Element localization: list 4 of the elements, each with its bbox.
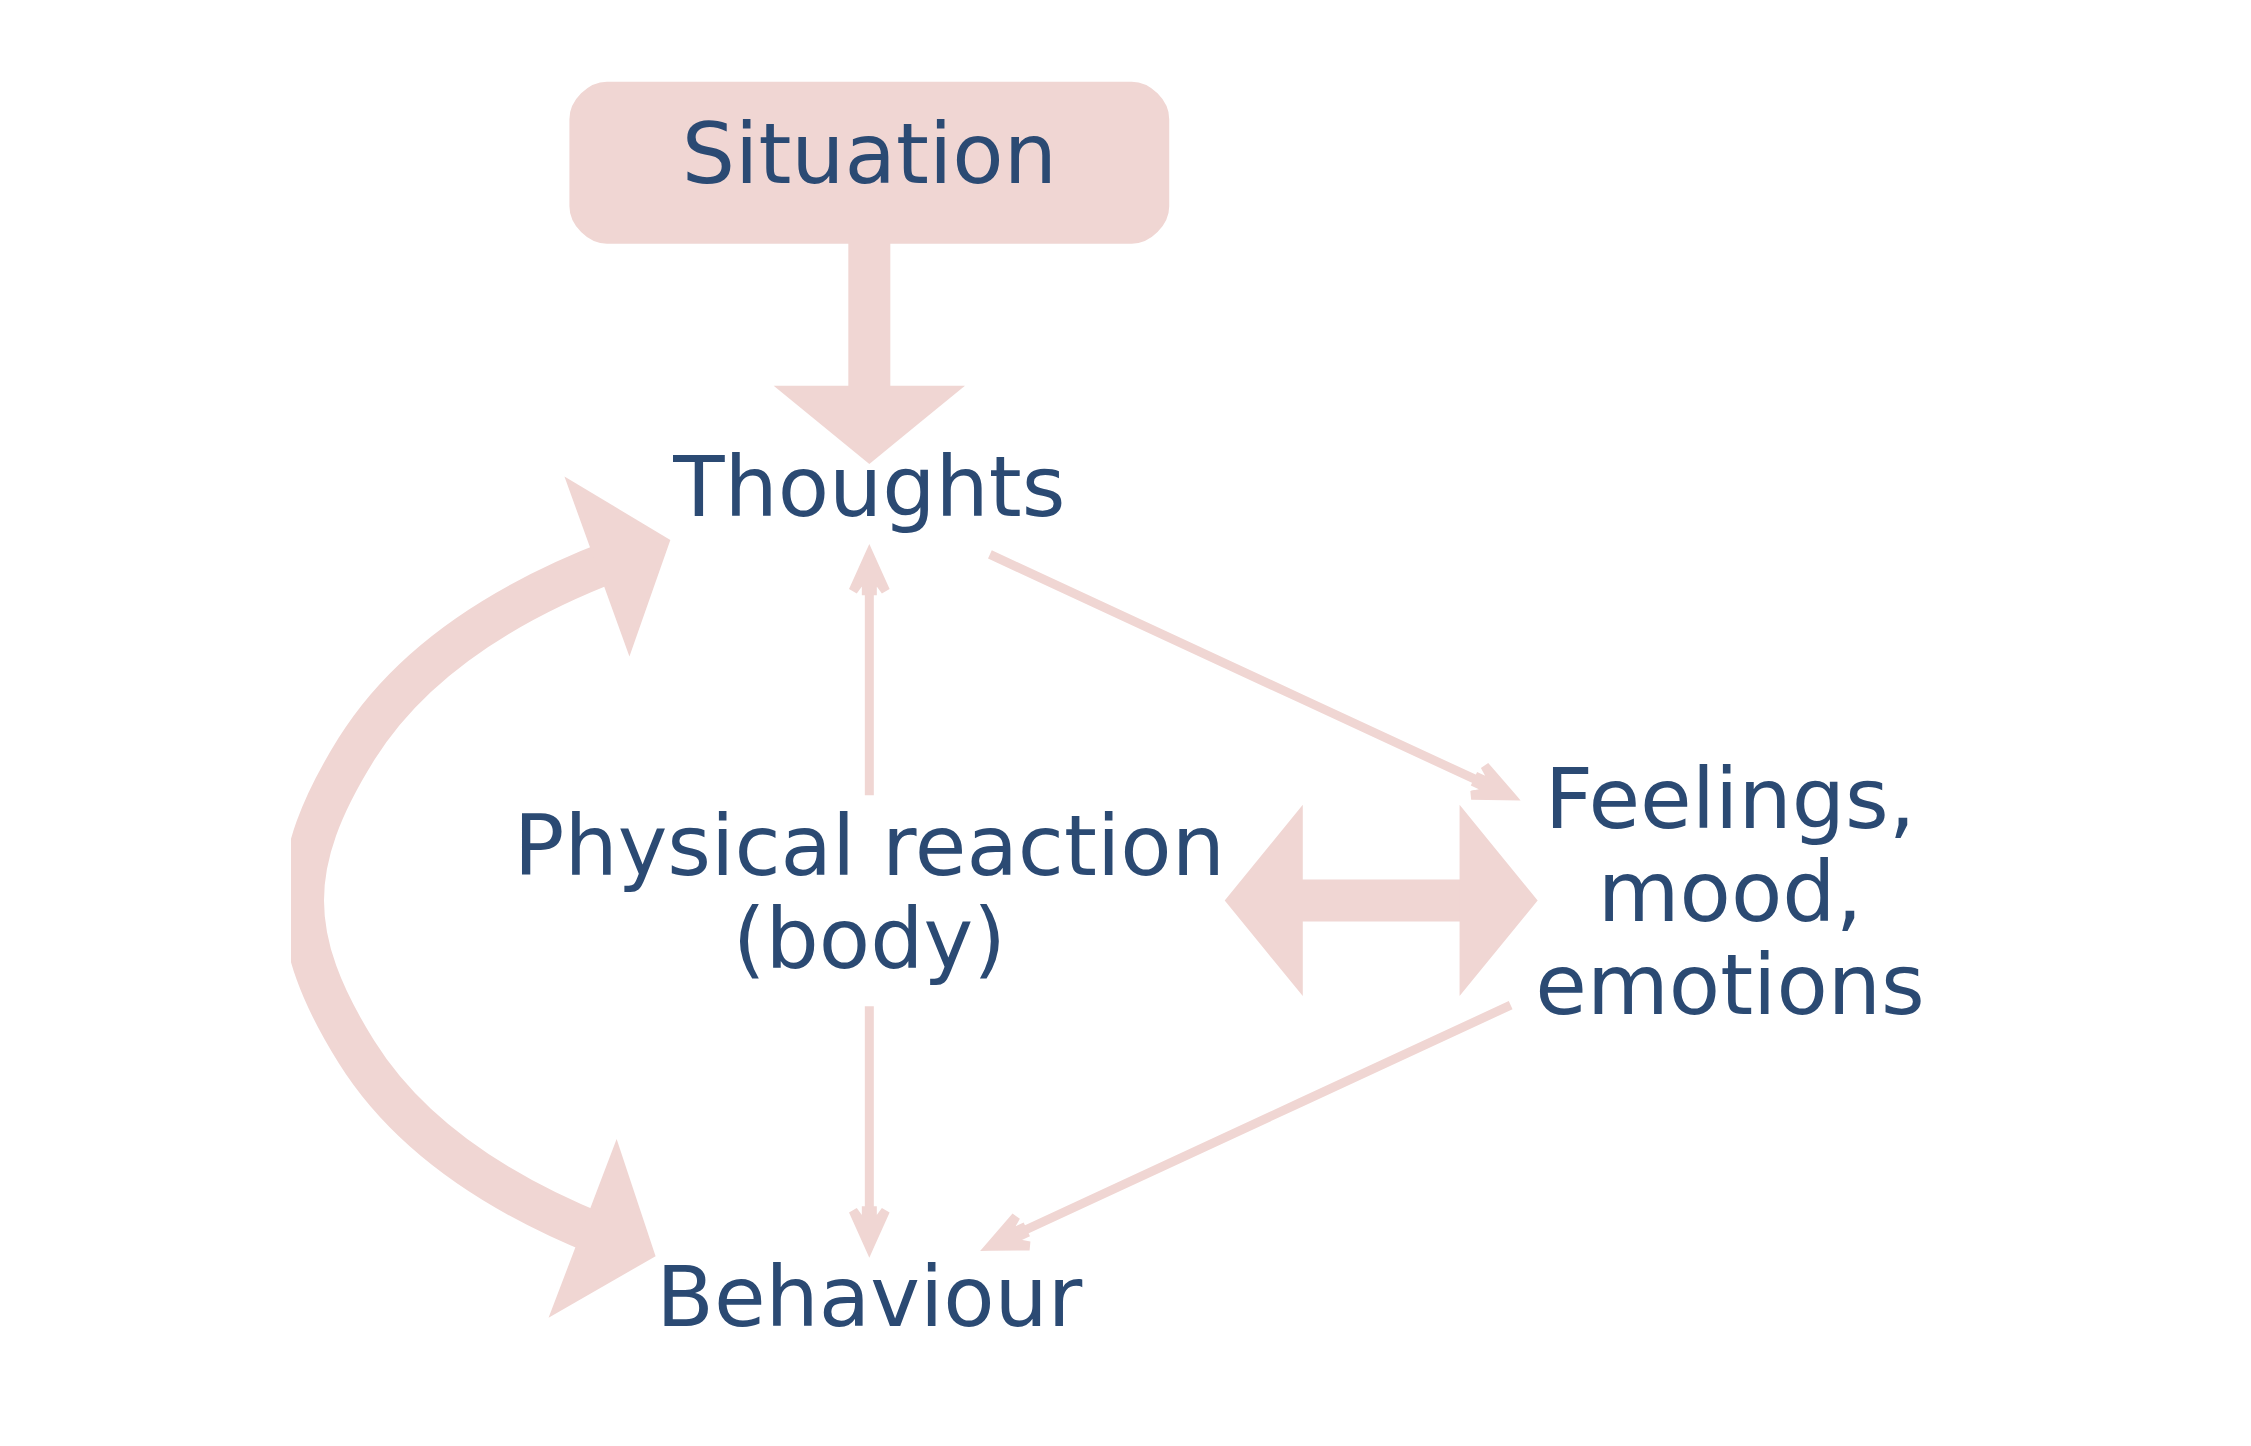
node-text: Behaviour [655,1247,1082,1346]
node-text: Feelings, mood, emotions [1534,749,1925,1034]
node-text: Physical reaction (body) [513,796,1225,988]
node-text: Thoughts [672,437,1065,536]
